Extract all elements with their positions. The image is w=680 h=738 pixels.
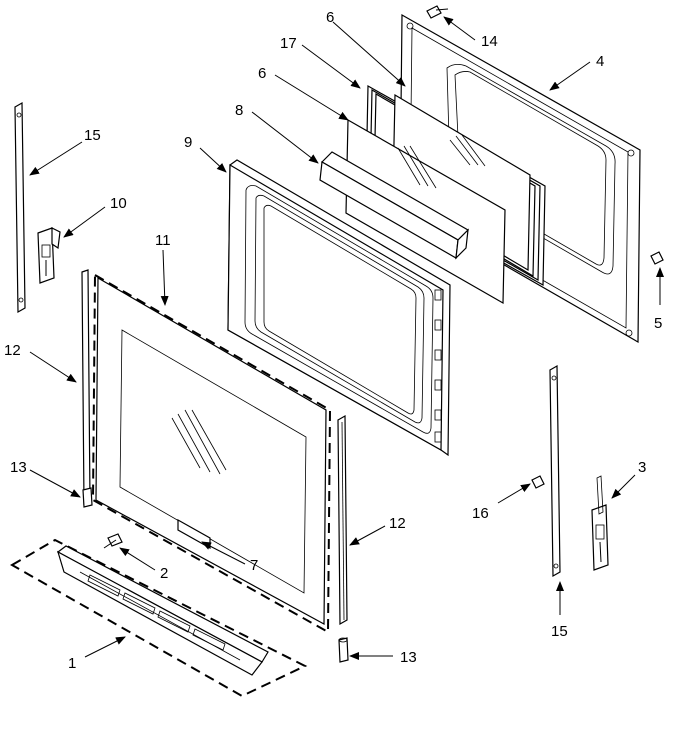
callout-2: 2 [160,565,168,582]
leader-lines [29,16,664,660]
door-frame [227,159,451,457]
callout-13-right: 13 [400,649,417,666]
callout-5: 5 [654,315,662,332]
callout-15-left: 15 [84,127,101,144]
left-trim-spacer [82,487,93,508]
callout-16: 16 [472,505,489,522]
right-side-trim [337,414,348,626]
door-handle-trim [9,538,308,698]
outer-door-glass [91,273,332,634]
right-trim-spacer [338,637,349,663]
left-hinge-channel [14,101,26,314]
callout-14: 14 [481,33,498,50]
right-hinge-channel [549,364,561,578]
callout-4: 4 [596,53,604,70]
left-side-trim [81,269,91,505]
right-door-hinge [591,475,609,571]
callout-3: 3 [638,459,646,476]
callout-15-right: 15 [551,623,568,640]
callout-11: 11 [155,232,171,249]
callout-6-lower: 6 [258,65,266,82]
hinge-screw [531,475,545,489]
callout-10: 10 [110,195,127,212]
callout-7: 7 [250,557,258,574]
trim-screw [103,533,123,549]
door-insulation [319,151,469,260]
callout-8: 8 [235,102,243,119]
callout-13-left: 13 [10,459,27,476]
callout-17: 17 [280,35,297,52]
callout-9: 9 [184,134,192,151]
left-door-hinge [37,227,61,284]
callout-12-left: 12 [4,342,21,359]
callout-12-right: 12 [389,515,406,532]
top-screw [426,5,449,19]
callout-6-upper: 6 [326,9,334,26]
callout-1: 1 [68,655,76,672]
liner-screw [650,251,664,265]
